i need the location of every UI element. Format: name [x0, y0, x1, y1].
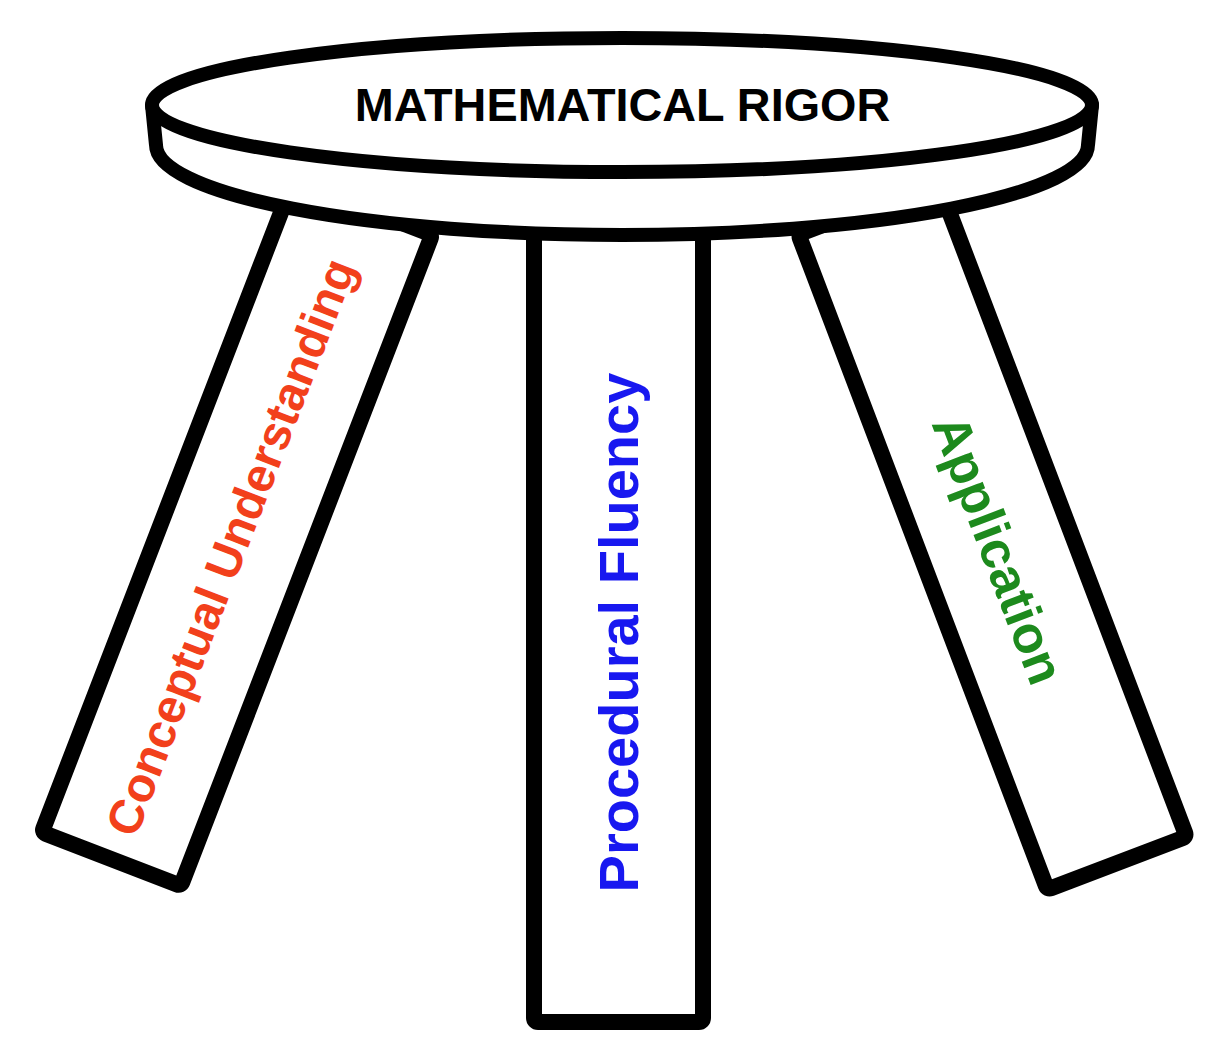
stool-leg: Application — [788, 171, 1197, 900]
seat-outline — [140, 30, 1105, 245]
stool-leg: Conceptual Understanding — [31, 170, 442, 896]
leg-label: Procedural Fluency — [587, 373, 649, 893]
leg-label: Application — [921, 407, 1075, 692]
seat-label: MATHEMATICAL RIGOR — [140, 80, 1105, 131]
stool-seat: MATHEMATICAL RIGOR — [140, 30, 1105, 245]
leg-label: Conceptual Understanding — [96, 251, 366, 842]
stool-leg: Procedural Fluency — [526, 205, 711, 1030]
